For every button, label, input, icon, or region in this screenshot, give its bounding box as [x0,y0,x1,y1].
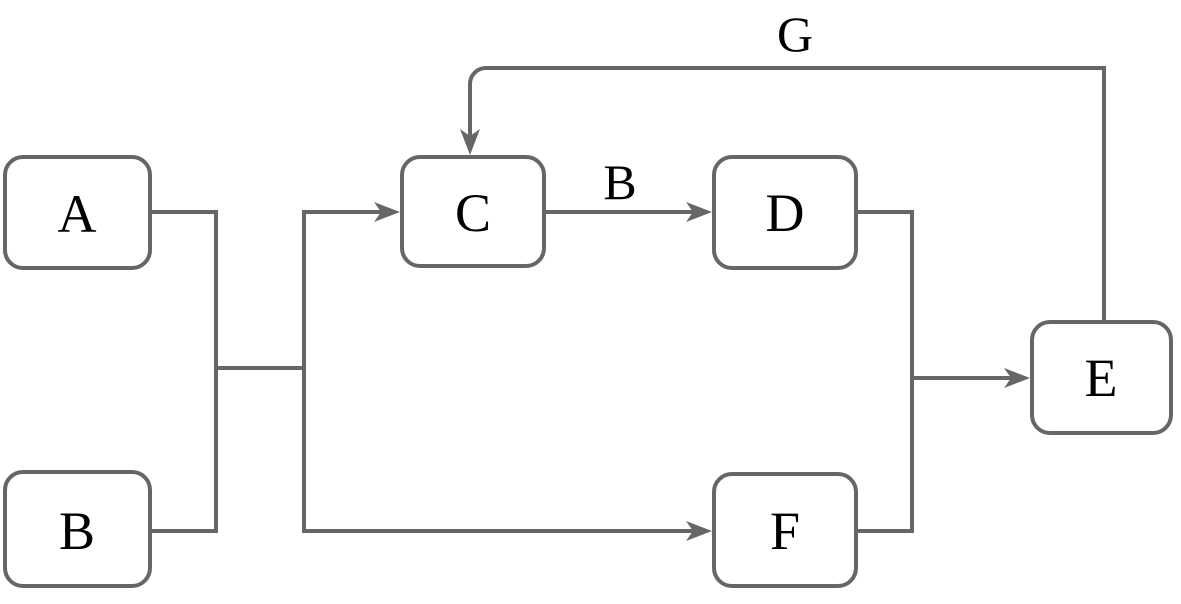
node-layer: A B C D F E [3,155,1173,588]
edge-f-to-join-path [858,378,914,533]
edge-label-b: B [603,154,636,210]
node-c[interactable]: C [400,155,546,268]
node-f-label: F [770,501,800,561]
edge-label-g: G [777,6,813,62]
edge-join-to-e-arrowhead [1004,368,1030,388]
node-f-shape [712,472,858,588]
node-a-label: A [58,184,97,244]
node-c-label: C [455,183,491,243]
node-b-shape [3,470,152,588]
edge-e-to-c-feedback-path [468,66,1106,320]
edge-bus-to-c[interactable] [302,202,400,368]
edge-bus-to-f[interactable] [302,368,712,541]
edge-bus-to-f-path [302,368,696,533]
edge-d-to-join[interactable] [858,210,914,378]
node-a-shape [3,155,152,270]
node-b[interactable]: B [3,470,152,588]
edge-layer [152,66,1106,541]
node-e-shape [1030,320,1173,435]
node-e[interactable]: E [1030,320,1173,435]
node-d-shape [712,155,858,270]
edge-a-to-bus[interactable] [152,210,218,368]
edge-c-to-d[interactable] [546,202,712,222]
edge-e-to-c-feedback-arrowhead [460,129,480,155]
edge-bus-to-f-arrowhead [686,521,712,541]
node-a[interactable]: A [3,155,152,270]
edge-e-to-c-feedback[interactable] [460,66,1106,320]
edge-d-to-join-path [858,210,914,378]
node-f[interactable]: F [712,472,858,588]
node-c-shape [400,155,546,268]
edge-f-to-join[interactable] [858,378,914,533]
node-b-label: B [59,501,95,561]
node-d-label: D [766,183,805,243]
edge-c-to-d-arrowhead [686,202,712,222]
node-d[interactable]: D [712,155,858,270]
edge-bus-to-c-arrowhead [374,202,400,222]
node-e-label: E [1085,348,1118,408]
edge-join-to-e[interactable] [910,368,1030,388]
edge-bus-to-c-path [302,210,384,368]
edge-b-to-bus[interactable] [152,368,218,533]
edge-label-layer: B G [603,6,813,210]
edge-b-to-bus-path [152,368,218,533]
edge-a-to-bus-path [152,210,218,368]
